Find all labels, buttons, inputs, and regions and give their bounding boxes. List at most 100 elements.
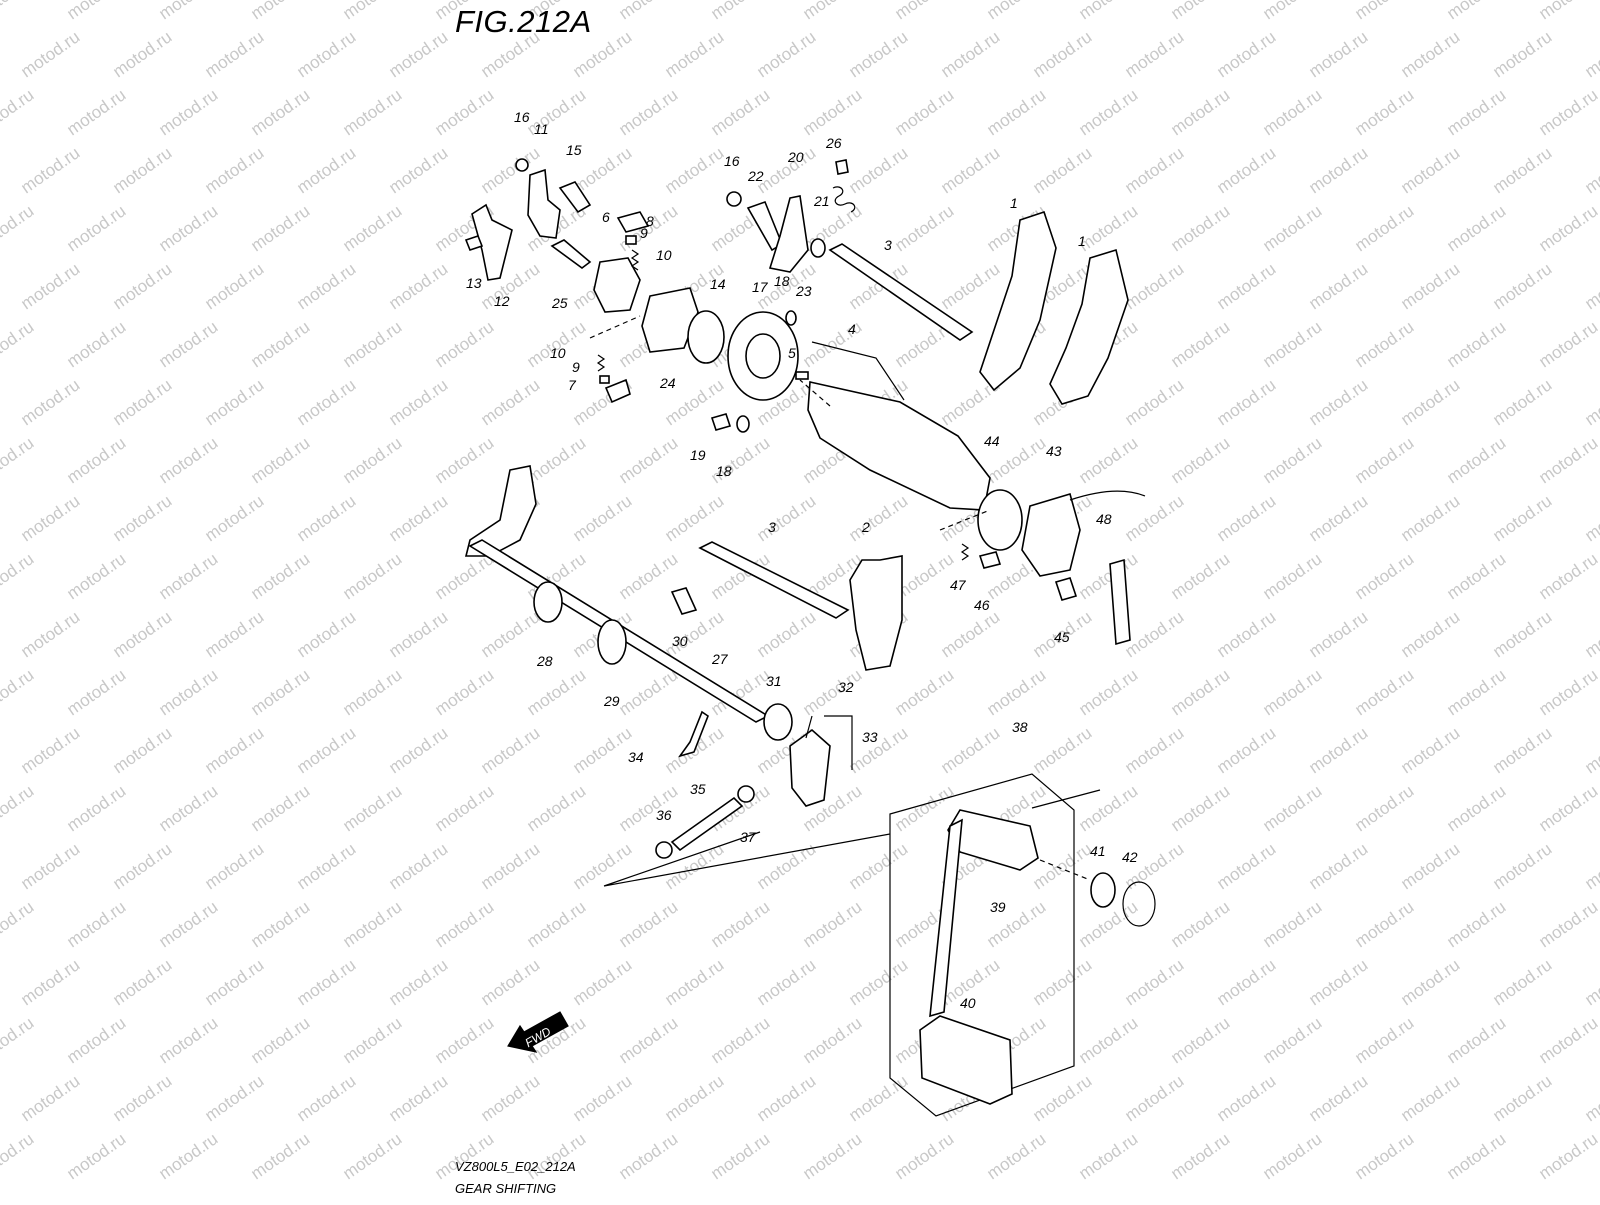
watermark-text: motod.ru — [293, 259, 359, 313]
watermark-text: motod.ru — [983, 0, 1049, 23]
watermark-text: motod.ru — [707, 897, 773, 951]
part-16-washer-right — [726, 191, 742, 207]
callout-part-20: 20 — [787, 149, 804, 165]
watermark-text: motod.ru — [1213, 259, 1279, 313]
watermark-text: motod.ru — [0, 781, 37, 835]
watermark-text: motod.ru — [615, 665, 681, 719]
watermark-text: motod.ru — [17, 955, 83, 1009]
watermark-text: motod.ru — [247, 1013, 313, 1067]
callout-part-11: 11 — [534, 121, 549, 137]
watermark-text: motod.ru — [753, 955, 819, 1009]
watermark-text: motod.ru — [339, 317, 405, 371]
watermark-text: motod.ru — [1075, 85, 1141, 139]
watermark-text: motod.ru — [1121, 723, 1187, 777]
watermark-text: motod.ru — [1535, 897, 1600, 951]
watermark-text: motod.ru — [753, 491, 819, 545]
watermark-text: motod.ru — [1443, 85, 1509, 139]
callout-part-3: 3 — [768, 519, 776, 535]
watermark-text: motod.ru — [753, 1071, 819, 1125]
watermark-text: motod.ru — [155, 781, 221, 835]
watermark-text: motod.ru — [17, 375, 83, 429]
callout-part-24: 24 — [659, 375, 676, 391]
watermark-text: motod.ru — [1351, 1129, 1417, 1183]
watermark-text: motod.ru — [201, 491, 267, 545]
watermark-text: motod.ru — [1305, 491, 1371, 545]
callout-part-33: 33 — [862, 729, 878, 745]
watermark-text: motod.ru — [937, 143, 1003, 197]
part-47-spring — [960, 543, 970, 561]
watermark-text: motod.ru — [1259, 317, 1325, 371]
watermark-text: motod.ru — [1581, 143, 1600, 197]
watermark-text: motod.ru — [17, 1071, 83, 1125]
watermark-text: motod.ru — [1213, 375, 1279, 429]
part-13-bolt — [464, 235, 484, 251]
callout-part-22: 22 — [747, 168, 764, 184]
callout-part-29: 29 — [603, 693, 620, 709]
assembly-leader-right — [1031, 789, 1101, 809]
watermark-text: motod.ru — [201, 143, 267, 197]
watermark-text: motod.ru — [17, 607, 83, 661]
part-24-cam-guide — [641, 287, 699, 353]
watermark-text: motod.ru — [0, 433, 37, 487]
watermark-text: motod.ru — [753, 607, 819, 661]
watermark-text: motod.ru — [1397, 143, 1463, 197]
callout-part-18: 18 — [716, 463, 732, 479]
watermark-text: motod.ru — [63, 317, 129, 371]
watermark-text: motod.ru — [477, 607, 543, 661]
watermark-text: motod.ru — [707, 1013, 773, 1067]
callout-part-6: 6 — [602, 209, 610, 225]
watermark-text: motod.ru — [1167, 433, 1233, 487]
watermark-text: motod.ru — [569, 491, 635, 545]
watermark-text: motod.ru — [845, 723, 911, 777]
watermark-text: motod.ru — [1167, 781, 1233, 835]
watermark-text: motod.ru — [707, 0, 773, 23]
watermark-text: motod.ru — [155, 201, 221, 255]
figure-title: FIG.212A — [455, 4, 592, 39]
part-39-lever-shaft — [947, 809, 1039, 871]
callout-part-42: 42 — [1122, 849, 1138, 865]
watermark-text: motod.ru — [1351, 897, 1417, 951]
watermark-text: motod.ru — [1443, 665, 1509, 719]
watermark-text: motod.ru — [1397, 607, 1463, 661]
watermark-text: motod.ru — [569, 723, 635, 777]
part-26-bolt — [835, 159, 849, 175]
watermark-text: motod.ru — [1443, 781, 1509, 835]
watermark-text: motod.ru — [247, 201, 313, 255]
watermark-text: motod.ru — [615, 549, 681, 603]
watermark-text: motod.ru — [1397, 955, 1463, 1009]
callout-part-31: 31 — [766, 673, 782, 689]
watermark-text: motod.ru — [1167, 549, 1233, 603]
watermark-text: motod.ru — [1351, 1013, 1417, 1067]
watermark-text: motod.ru — [109, 1071, 175, 1125]
watermark-text: motod.ru — [385, 723, 451, 777]
callout-part-9: 9 — [640, 225, 648, 241]
section-name: GEAR SHIFTING — [455, 1181, 557, 1196]
watermark-text: motod.ru — [1029, 839, 1095, 893]
watermark-text: motod.ru — [1167, 1013, 1233, 1067]
watermark-text: motod.ru — [1489, 1071, 1555, 1125]
watermark-text: motod.ru — [339, 1013, 405, 1067]
watermark-text: motod.ru — [615, 897, 681, 951]
part-25-bolt — [550, 239, 592, 269]
callout-part-15: 15 — [566, 142, 582, 158]
watermark-text: motod.ru — [247, 1129, 313, 1183]
part-42-circlip — [1122, 881, 1156, 927]
watermark-text: motod.ru — [1443, 897, 1509, 951]
watermark-text: motod.ru — [0, 665, 37, 719]
watermark-text: motod.ru — [431, 781, 497, 835]
figure-code: VZ800L5_E02_212A — [455, 1159, 576, 1174]
watermark-text: motod.ru — [155, 85, 221, 139]
watermark-text: motod.ru — [615, 1129, 681, 1183]
watermark-text: motod.ru — [63, 201, 129, 255]
part-11-bracket — [527, 168, 561, 239]
watermark-text: motod.ru — [293, 723, 359, 777]
callout-part-1: 1 — [1010, 195, 1018, 211]
watermark-text: motod.ru — [385, 375, 451, 429]
callout-part-3: 3 — [884, 237, 892, 253]
watermark-text: motod.ru — [155, 0, 221, 23]
watermark-text: motod.ru — [1443, 1129, 1509, 1183]
watermark-text: motod.ru — [1213, 723, 1279, 777]
callout-part-27: 27 — [711, 651, 729, 667]
watermark-text: motod.ru — [17, 839, 83, 893]
watermark-text: motod.ru — [891, 781, 957, 835]
